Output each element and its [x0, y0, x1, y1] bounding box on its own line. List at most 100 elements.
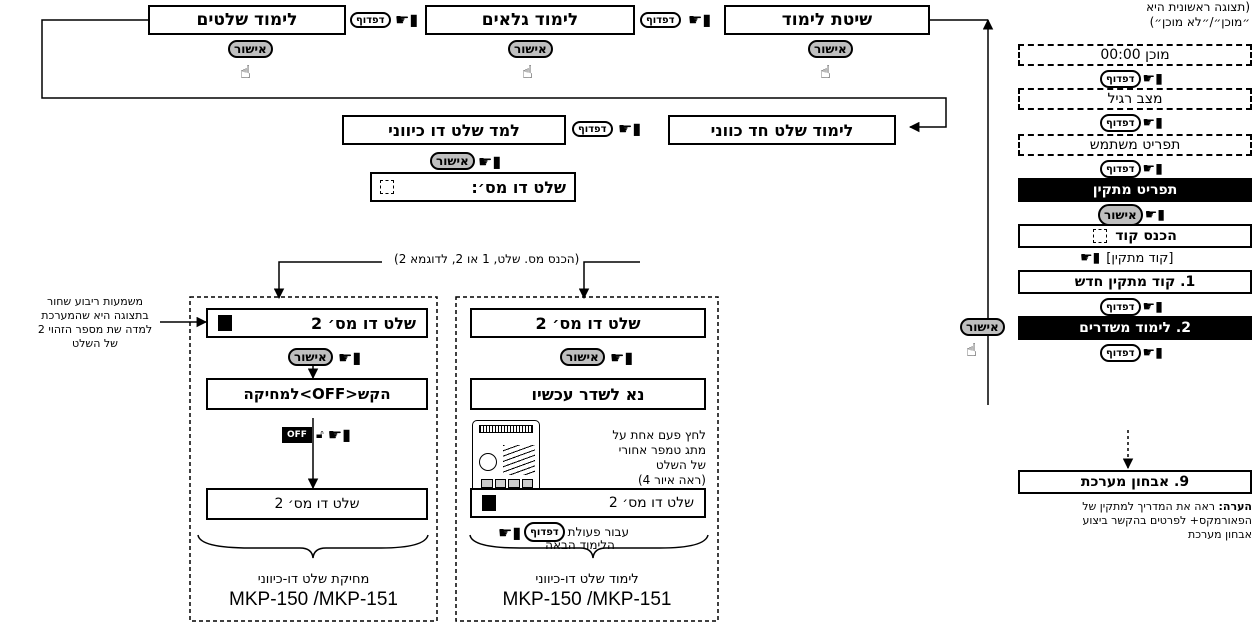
next-button[interactable]: דפדוף — [1100, 160, 1141, 178]
ok-label: אישור — [436, 154, 469, 168]
transmit-now-label: נא לשדר עכשיו — [531, 384, 645, 404]
installer-menu-label: תפריט מתקין — [1092, 182, 1178, 198]
ok-button[interactable]: אישור — [288, 348, 333, 366]
finger-icon: ☝ — [240, 62, 251, 83]
unlock-icon: 🔓︎ — [315, 427, 324, 441]
mid-caption: לימוד שלט דו-כיווני MKP-150 /MKP-151 — [456, 570, 718, 610]
twoway-number-box: שלט דו מס׳: — [370, 172, 576, 202]
next-button[interactable]: דפדוף — [1100, 114, 1141, 132]
caption-line: מחיקת שלט דו-כיווני — [257, 572, 370, 587]
note-line: מתג טמפר אחורי — [618, 443, 706, 457]
next-label: דפדוף — [356, 14, 385, 26]
learn-mode-label: שיטת לימוד — [781, 10, 873, 30]
hand-press-icon: ☛▮ — [688, 10, 712, 29]
user-menu-display: תפריט משתמש — [1018, 134, 1252, 156]
ok-button[interactable]: אישור — [228, 40, 273, 58]
transmit-now-box: נא לשדר עכשיו — [470, 378, 706, 410]
for-next-line: הלימוד הבאה — [545, 538, 615, 552]
ready-display: מוכן 00:00 — [1018, 44, 1252, 66]
hand-press-icon: ☛▮ — [618, 119, 642, 138]
ok-button[interactable]: אישור — [430, 152, 475, 170]
hand-press-icon: ☛▮ — [1080, 250, 1101, 266]
next-button[interactable]: דפדוף — [572, 121, 613, 137]
ok-button[interactable]: אישור — [960, 318, 1005, 336]
next-label: דפדוף — [646, 14, 675, 26]
left-remote2-box: שלט דו מס׳ 2 — [206, 308, 428, 338]
next-button[interactable]: דפדוף — [640, 12, 681, 28]
next-label: דפדוף — [1106, 347, 1135, 359]
initial-display-note: (תצוגה ראשונית היא ״מוכן״/״לא מוכן״) — [1030, 0, 1250, 30]
off-key-group: OFF 🔓︎ ☛▮ — [282, 425, 351, 444]
system-test-label: 9. אבחון מערכת — [1080, 474, 1190, 490]
next-label: דפדוף — [1106, 73, 1135, 85]
learn-mode-box: שיטת לימוד — [724, 5, 930, 35]
next-row: דפדוף ☛▮ — [1100, 160, 1163, 178]
next-row: דפדוף ☛▮ — [1100, 298, 1163, 316]
caption-model: MKP-150 /MKP-151 — [229, 589, 398, 610]
mid-remote2-label: שלט דו מס׳ 2 — [535, 313, 641, 333]
system-test-note: הערה: ראה את המדריך למתקין של הפאורמקס+ … — [1018, 500, 1252, 542]
finger-icon: ☝ — [820, 62, 831, 83]
black-square-icon — [482, 495, 496, 511]
off-key[interactable]: OFF — [282, 426, 312, 443]
learn-twoway-box: למד שלט דו כיווני — [342, 115, 566, 145]
next-button[interactable]: דפדוף — [524, 522, 565, 542]
hand-press-icon: ☛▮ — [478, 152, 502, 171]
mid-remote2-box: שלט דו מס׳ 2 — [470, 308, 706, 338]
note-line: הפאורמקס+ לפרטים בהקשר ביצוע — [1082, 514, 1252, 527]
next-row: דפדוף ☛▮ — [1100, 70, 1163, 88]
hand-press-icon: ☛▮ — [1142, 115, 1163, 131]
hand-press-icon: ☛▮ — [395, 10, 419, 29]
note-line: (ראה איור 4) — [637, 473, 706, 487]
for-next-line: עבור פעולת — [567, 525, 629, 539]
hand-press-icon: ☛▮ — [1142, 161, 1163, 177]
ok-label: אישור — [814, 42, 847, 56]
tamper-note: לחץ פעם אחת על מתג טמפר אחורי של השלט (ר… — [548, 428, 706, 488]
installer-menu-display: תפריט מתקין — [1018, 178, 1252, 202]
user-menu-label: תפריט משתמש — [1089, 137, 1181, 153]
hand-press-icon: ☛▮ — [1144, 207, 1165, 223]
system-test-display: 9. אבחון מערכת — [1018, 470, 1252, 494]
ok-label: אישור — [294, 350, 327, 364]
enter-number-hint: (הכנס מס. שלט, 1 או 2, לדוגמא 2) — [392, 252, 582, 266]
next-label: דפדוף — [1106, 117, 1135, 129]
note-line: לחץ פעם אחת על — [612, 428, 706, 442]
left-remote2-result: שלט דו מס׳ 2 — [206, 488, 428, 520]
next-button[interactable]: דפדוף — [1100, 298, 1141, 316]
next-button[interactable]: דפדוף — [350, 12, 391, 28]
next-label: דפדוף — [578, 123, 607, 135]
ok-button[interactable]: אישור — [808, 40, 853, 58]
cursor-square-icon — [380, 180, 394, 194]
press-off-box: הקש<OFF>למחיקה — [206, 378, 428, 410]
ok-label: אישור — [966, 320, 999, 334]
next-button[interactable]: דפדוף — [1100, 70, 1141, 88]
finger-icon: ☝ — [966, 340, 977, 361]
new-code-label: 1. קוד מתקין חדש — [1074, 274, 1196, 290]
learn-oneway-label: לימוד שלט חד כווני — [710, 120, 854, 140]
next-button[interactable]: דפדוף — [1100, 344, 1141, 362]
learn-oneway-box: לימוד שלט חד כווני — [668, 115, 896, 145]
enroll-display: 2. לימוד משדרים — [1018, 316, 1252, 340]
twoway-number-label: שלט דו מס׳: — [471, 177, 566, 197]
note-line: של השלט — [655, 458, 706, 472]
left-remote2-result-label: שלט דו מס׳ 2 — [274, 496, 360, 512]
note-line: (תצוגה ראשונית היא — [1146, 0, 1250, 14]
caption-model: MKP-150 /MKP-151 — [502, 589, 672, 610]
ok-button[interactable]: אישור — [560, 348, 605, 366]
note-line: של השלט — [72, 337, 118, 350]
new-code-display: 1. קוד מתקין חדש — [1018, 270, 1252, 294]
mid-remote2-result-label: שלט דו מס׳ 2 — [608, 495, 694, 511]
enter-code-label: הכנס קוד — [1115, 228, 1177, 244]
learn-detectors-box: לימוד גלאים — [425, 5, 635, 35]
ok-label: אישור — [1104, 208, 1137, 222]
finger-icon: ☝ — [522, 62, 533, 83]
ready-label: מוכן 00:00 — [1100, 47, 1170, 63]
hand-press-icon: ☛▮ — [327, 425, 351, 444]
ok-button[interactable]: אישור — [1098, 204, 1143, 226]
next-row: דפדוף ☛▮ — [1100, 114, 1163, 132]
installer-code-row: ☛▮ [קוד מתקין] — [1080, 250, 1173, 266]
ok-label: אישור — [234, 42, 267, 56]
ok-button[interactable]: אישור — [508, 40, 553, 58]
black-square-icon — [218, 315, 232, 331]
note-line: אבחון מערכת — [1187, 528, 1252, 541]
